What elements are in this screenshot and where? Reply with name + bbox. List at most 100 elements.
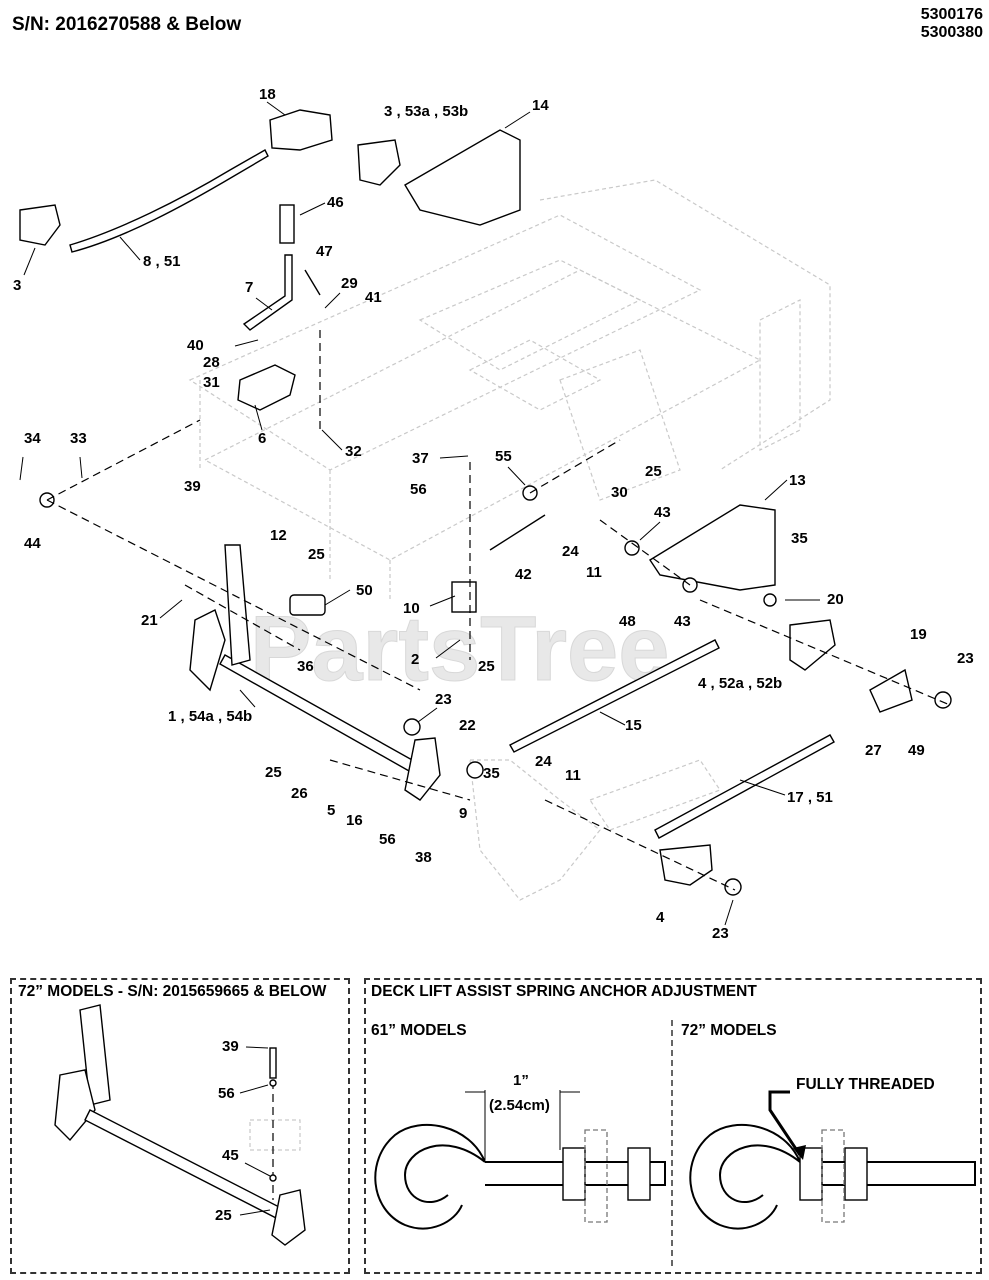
callout-15: 15 (625, 717, 642, 734)
dim-cm: (2.54cm) (489, 1097, 550, 1114)
callout-14: 14 (532, 97, 549, 114)
callout-36: 36 (297, 658, 314, 675)
callout-39: 39 (184, 478, 201, 495)
callout-55: 55 (495, 448, 512, 465)
callout-26: 26 (291, 785, 308, 802)
callout-49: 49 (908, 742, 925, 759)
callout-21: 21 (141, 612, 158, 629)
inset-spring-title: DECK LIFT ASSIST SPRING ANCHOR ADJUSTMEN… (371, 983, 757, 1000)
callout-30: 30 (611, 484, 628, 501)
part-8-51 (69, 149, 269, 253)
callout-4-52a-52b: 4 , 52a , 52b (698, 675, 782, 692)
part-42 (489, 514, 546, 551)
callout-41: 41 (365, 289, 382, 306)
inset-callout-45: 45 (222, 1147, 239, 1164)
inset-72-models (10, 978, 350, 1274)
callout-7: 7 (245, 279, 253, 296)
part-4-lower (659, 844, 713, 886)
callout-50: 50 (356, 582, 373, 599)
callout-11-upper: 11 (586, 564, 602, 581)
callout-44: 44 (24, 535, 41, 552)
callout-25-upper: 25 (645, 463, 662, 480)
callout-17-51: 17 , 51 (787, 789, 833, 806)
inset-spring-anchor (364, 978, 982, 1274)
part-23-right (934, 691, 952, 709)
callout-56-lower: 56 (379, 831, 396, 848)
callout-6: 6 (258, 430, 266, 447)
parts (19, 109, 952, 896)
callout-35-right: 35 (791, 530, 808, 547)
part-number-1: 5300176 (920, 6, 983, 23)
callout-25-bottom: 25 (265, 764, 282, 781)
callout-2: 2 (411, 651, 419, 668)
assembly-lines (46, 330, 951, 891)
callout-4-lower: 4 (656, 909, 665, 926)
callout-47: 47 (316, 243, 333, 260)
part-1-arm-right (404, 737, 441, 801)
part-47 (304, 269, 321, 296)
part-6 (237, 364, 296, 411)
callout-3: 3 (13, 277, 21, 294)
callout-46: 46 (327, 194, 344, 211)
serial-number-header: S/N: 2016270588 & Below (12, 14, 242, 35)
callout-56-upper: 56 (410, 481, 427, 498)
part-10 (451, 581, 477, 613)
inset-callout-56: 56 (218, 1085, 235, 1102)
callout-23-mid: 23 (435, 691, 452, 708)
part-7 (242, 254, 293, 331)
callout-40: 40 (187, 337, 204, 354)
part-14 (404, 129, 521, 226)
callout-25-lower: 25 (478, 658, 495, 675)
leader-lines (19, 101, 820, 926)
callout-12: 12 (270, 527, 287, 544)
callout-27: 27 (865, 742, 882, 759)
part-46 (279, 204, 295, 244)
part-4-upper (789, 619, 836, 671)
part-17-51 (654, 734, 835, 839)
callout-34: 34 (24, 430, 41, 447)
callout-37: 37 (412, 450, 429, 467)
callout-9: 9 (459, 805, 467, 822)
part-23-mid (403, 718, 421, 736)
label-fully-threaded: FULLY THREADED (796, 1076, 935, 1093)
part-number-2: 5300380 (920, 24, 983, 41)
callout-1-54a-54b: 1 , 54a , 54b (168, 708, 252, 725)
callout-8-51: 8 , 51 (143, 253, 181, 270)
callout-22: 22 (459, 717, 476, 734)
callout-31: 31 (203, 374, 220, 391)
callout-29: 29 (341, 275, 358, 292)
callout-19: 19 (910, 626, 927, 643)
label-61-models: 61” MODELS (371, 1022, 467, 1039)
inset-72-drawing: 39 56 45 25 (54, 1004, 306, 1246)
callout-32: 32 (345, 443, 362, 460)
callout-11-lower: 11 (565, 767, 581, 784)
callout-38: 38 (415, 849, 432, 866)
callout-35: 35 (483, 765, 500, 782)
callout-20: 20 (827, 591, 844, 608)
part-1-plate (224, 544, 251, 666)
part-18 (269, 109, 333, 151)
callout-10: 10 (403, 600, 420, 617)
part-15 (509, 639, 720, 753)
part-3-upper (357, 139, 401, 186)
callout-24-upper: 24 (562, 543, 579, 560)
inset-spring-drawing: 1” (2.54cm) (374, 1020, 976, 1268)
callout-42: 42 (515, 566, 532, 583)
callout-3-53a-53b: 3 , 53a , 53b (384, 103, 468, 120)
part-1-arm (189, 609, 226, 692)
inset-callout-25: 25 (215, 1207, 232, 1224)
part-19 (869, 668, 913, 713)
part-3-left (19, 204, 61, 246)
part-50 (289, 594, 326, 616)
part-23-lower (724, 878, 742, 896)
part-20 (763, 593, 777, 607)
label-72-models: 72” MODELS (681, 1022, 777, 1039)
callout-23-right: 23 (957, 650, 974, 667)
callout-16: 16 (346, 812, 363, 829)
inset-callout-39: 39 (222, 1038, 239, 1055)
dim-inch: 1” (513, 1072, 529, 1089)
part-22 (466, 761, 484, 779)
callout-43-upper: 43 (654, 504, 671, 521)
part-43-upper (624, 540, 640, 556)
callout-18: 18 (259, 86, 276, 103)
